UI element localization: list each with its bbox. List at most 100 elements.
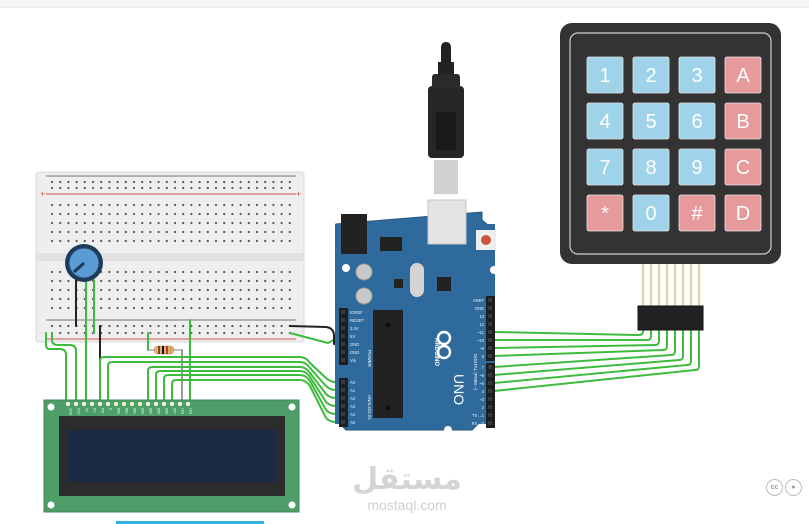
breadboard-hole[interactable] bbox=[280, 270, 283, 274]
breadboard-hole[interactable] bbox=[132, 221, 136, 225]
breadboard-hole[interactable] bbox=[50, 203, 54, 207]
breadboard-hole[interactable] bbox=[108, 279, 111, 283]
breadboard-hole[interactable] bbox=[198, 297, 201, 301]
breadboard-hole[interactable] bbox=[239, 203, 242, 207]
breadboard-hole[interactable] bbox=[182, 230, 185, 234]
breadboard-hole[interactable] bbox=[173, 306, 177, 310]
keypad-key-2[interactable]: 2 bbox=[632, 56, 670, 94]
rail-hole[interactable] bbox=[50, 186, 54, 190]
rail-hole[interactable] bbox=[132, 180, 136, 184]
breadboard-hole[interactable] bbox=[272, 279, 275, 283]
rail-hole[interactable] bbox=[157, 180, 160, 184]
breadboard-hole[interactable] bbox=[50, 212, 54, 216]
breadboard-hole[interactable] bbox=[50, 270, 54, 274]
keypad-key-3[interactable]: 3 bbox=[678, 56, 716, 94]
keypad-wire[interactable] bbox=[493, 329, 644, 336]
breadboard-hole[interactable] bbox=[91, 230, 95, 234]
breadboard-hole[interactable] bbox=[141, 297, 144, 301]
breadboard-hole[interactable] bbox=[100, 230, 103, 234]
breadboard-hole[interactable] bbox=[59, 279, 62, 283]
analog-header-pin[interactable] bbox=[341, 380, 345, 384]
breadboard-hole[interactable] bbox=[116, 297, 119, 301]
keypad-key-C[interactable]: C bbox=[724, 148, 762, 186]
power-header-pin[interactable] bbox=[341, 358, 345, 362]
breadboard-hole[interactable] bbox=[198, 212, 201, 216]
lcd-pin-gnd[interactable] bbox=[65, 401, 71, 407]
breadboard-hole[interactable] bbox=[223, 221, 226, 225]
rail-hole[interactable] bbox=[141, 186, 144, 190]
rail-hole[interactable] bbox=[255, 186, 259, 190]
breadboard-hole[interactable] bbox=[214, 270, 218, 274]
breadboard-hole[interactable] bbox=[173, 221, 177, 225]
breadboard-hole[interactable] bbox=[272, 288, 275, 292]
breadboard-hole[interactable] bbox=[182, 221, 185, 225]
digital-header-low-pin[interactable] bbox=[488, 405, 492, 409]
breadboard-hole[interactable] bbox=[100, 212, 103, 216]
breadboard-hole[interactable] bbox=[198, 306, 201, 310]
breadboard-hole[interactable] bbox=[190, 212, 193, 216]
breadboard-hole[interactable] bbox=[67, 279, 70, 283]
breadboard-hole[interactable] bbox=[223, 288, 226, 292]
breadboard-hole[interactable] bbox=[198, 203, 201, 207]
breadboard-hole[interactable] bbox=[124, 230, 127, 234]
breadboard-hole[interactable] bbox=[247, 239, 250, 243]
breadboard-hole[interactable] bbox=[91, 221, 95, 225]
keypad-key-4[interactable]: 4 bbox=[586, 102, 624, 140]
breadboard-hole[interactable] bbox=[182, 239, 185, 243]
rail-hole[interactable] bbox=[108, 180, 111, 184]
breadboard-hole[interactable] bbox=[280, 297, 283, 301]
rail-hole[interactable] bbox=[149, 324, 152, 328]
rail-hole[interactable] bbox=[75, 186, 78, 190]
keypad-key-6[interactable]: 6 bbox=[678, 102, 716, 140]
digital-header-high-pin[interactable] bbox=[488, 338, 492, 342]
rail-hole[interactable] bbox=[59, 324, 62, 328]
rail-hole[interactable] bbox=[182, 331, 185, 335]
breadboard-hole[interactable] bbox=[59, 230, 62, 234]
breadboard-hole[interactable] bbox=[206, 221, 209, 225]
breadboard-hole[interactable] bbox=[288, 306, 291, 310]
lcd-pin-vcc[interactable] bbox=[73, 401, 79, 407]
breadboard-hole[interactable] bbox=[255, 230, 259, 234]
breadboard-hole[interactable] bbox=[83, 230, 86, 234]
breadboard-hole[interactable] bbox=[206, 230, 209, 234]
breadboard-hole[interactable] bbox=[141, 212, 144, 216]
breadboard-hole[interactable] bbox=[173, 297, 177, 301]
breadboard-hole[interactable] bbox=[132, 288, 136, 292]
lcd-pin-db7[interactable] bbox=[169, 401, 175, 407]
breadboard-hole[interactable] bbox=[288, 288, 291, 292]
breadboard-hole[interactable] bbox=[272, 239, 275, 243]
breadboard-hole[interactable] bbox=[50, 279, 54, 283]
rail-hole[interactable] bbox=[116, 180, 119, 184]
breadboard-hole[interactable] bbox=[214, 306, 218, 310]
rail-hole[interactable] bbox=[173, 331, 177, 335]
breadboard-hole[interactable] bbox=[59, 297, 62, 301]
breadboard-hole[interactable] bbox=[280, 203, 283, 207]
rail-hole[interactable] bbox=[182, 180, 185, 184]
breadboard-hole[interactable] bbox=[116, 203, 119, 207]
breadboard-hole[interactable] bbox=[165, 297, 168, 301]
dc-power-jack[interactable] bbox=[341, 214, 367, 254]
breadboard-hole[interactable] bbox=[190, 270, 193, 274]
breadboard-hole[interactable] bbox=[108, 239, 111, 243]
breadboard-hole[interactable] bbox=[173, 212, 177, 216]
lcd-data-wire[interactable] bbox=[107, 361, 342, 401]
rail-hole[interactable] bbox=[165, 331, 168, 335]
rail-hole[interactable] bbox=[141, 324, 144, 328]
rail-hole[interactable] bbox=[206, 180, 209, 184]
rail-hole[interactable] bbox=[247, 180, 250, 184]
breadboard-hole[interactable] bbox=[288, 230, 291, 234]
digital-header-high-pin[interactable] bbox=[488, 314, 492, 318]
digital-header-high-pin[interactable] bbox=[488, 298, 492, 302]
breadboard-hole[interactable] bbox=[59, 306, 62, 310]
rail-hole[interactable] bbox=[231, 331, 234, 335]
breadboard-hole[interactable] bbox=[116, 288, 119, 292]
rail-hole[interactable] bbox=[83, 186, 86, 190]
breadboard-hole[interactable] bbox=[50, 288, 54, 292]
breadboard-hole[interactable] bbox=[132, 297, 136, 301]
keypad-key-D[interactable]: D bbox=[724, 194, 762, 232]
breadboard-hole[interactable] bbox=[288, 297, 291, 301]
lcd-data-wire[interactable] bbox=[147, 366, 342, 401]
rail-hole[interactable] bbox=[91, 186, 95, 190]
breadboard-hole[interactable] bbox=[288, 279, 291, 283]
rail-hole[interactable] bbox=[67, 324, 70, 328]
